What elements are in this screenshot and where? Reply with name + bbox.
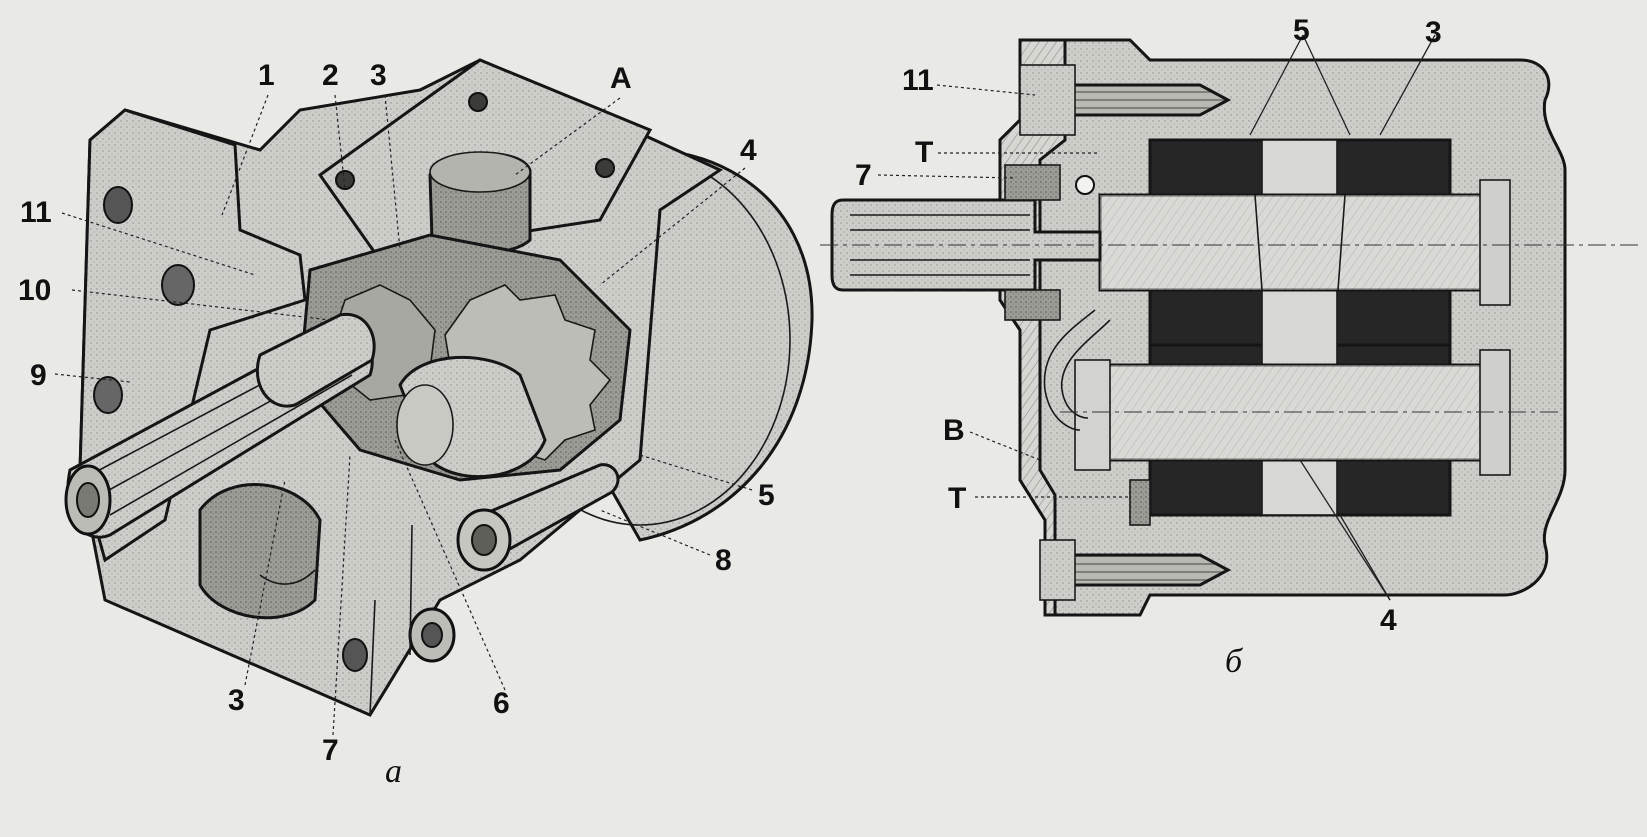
figure-a-leaders	[54, 94, 753, 736]
label-a-11: 11	[20, 196, 52, 229]
figure-b-labels: 11 5 3 T 7 B T 4 б	[855, 14, 1442, 680]
label-a-2: 2	[322, 59, 339, 92]
label-a-10: 10	[18, 274, 51, 307]
label-b-5: 5	[1293, 14, 1310, 47]
figure-b-drawing	[820, 38, 1640, 617]
label-a-8: 8	[715, 544, 732, 577]
label-a-4: 4	[740, 134, 757, 167]
label-b-11: 11	[902, 64, 934, 97]
figure-a-drawing	[64, 58, 814, 717]
label-b-t-bottom: T	[948, 482, 966, 515]
label-a-3-bottom: 3	[228, 684, 245, 717]
figure-b-leaders	[877, 34, 1436, 601]
label-a-5: 5	[758, 479, 775, 512]
label-a-6: 6	[493, 687, 510, 720]
label-b-7: 7	[855, 159, 872, 192]
label-b-3: 3	[1425, 16, 1442, 49]
caption-b: б	[1225, 643, 1244, 680]
figure-a-labels: 1 2 3 A 4 11 10 9 5 8 3 7 6 a	[18, 59, 775, 790]
label-a-7: 7	[322, 734, 339, 767]
label-b-4: 4	[1380, 604, 1397, 637]
label-a-port-a: A	[610, 62, 632, 95]
label-a-1: 1	[258, 59, 275, 92]
label-a-3-top: 3	[370, 59, 387, 92]
label-b-b: B	[943, 414, 965, 447]
label-a-9: 9	[30, 359, 47, 392]
label-b-t-top: T	[915, 136, 933, 169]
caption-a: a	[385, 753, 402, 790]
